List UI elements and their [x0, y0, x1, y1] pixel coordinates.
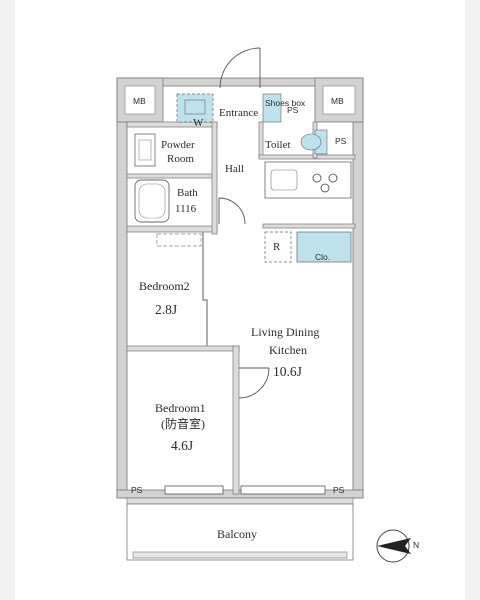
north-arrow-icon — [376, 529, 411, 563]
ldk-label-1: Living Dining — [251, 325, 319, 339]
balcony-area — [126, 497, 354, 561]
bedroom2-closet — [156, 233, 202, 247]
ps-right-label: PS — [335, 136, 347, 146]
north-label: N — [413, 540, 419, 550]
entrance-label: Entrance — [219, 107, 258, 119]
entrance-door — [219, 47, 261, 89]
balcony-label: Balcony — [217, 527, 257, 541]
refrigerator-label: R — [273, 241, 281, 253]
closet-ldk-box — [296, 231, 352, 263]
hall-label: Hall — [225, 163, 244, 175]
hall-door — [218, 197, 246, 225]
floorplan-drawing: MB MB PS PS PS PS W Entrance Shoes box T… — [116, 47, 419, 563]
closet-ldk-label: Clo. — [315, 252, 330, 262]
bath-size-label: 1116 — [175, 203, 197, 215]
bedroom2-name-label: Bedroom2 — [139, 279, 190, 293]
bathtub — [134, 179, 170, 223]
powder-room-label-1: Powder — [161, 139, 195, 151]
ps-bottom-right-label: PS — [333, 485, 345, 495]
interior-walls — [126, 121, 356, 495]
floorplan-canvas: MB MB PS PS PS PS W Entrance Shoes box T… — [15, 0, 465, 600]
bedroom1-size-label: 4.6J — [171, 438, 193, 453]
shoes-box — [262, 93, 282, 123]
toilet-label: Toilet — [265, 139, 291, 151]
ldk-label-2: Kitchen — [269, 343, 307, 357]
bedroom1-door — [238, 367, 270, 399]
ps-bottom-left-label: PS — [131, 485, 143, 495]
shoes-box-label: Shoes box — [265, 98, 306, 108]
stove-icon — [312, 173, 338, 193]
powder-room-label-2: Room — [167, 153, 194, 165]
washer — [176, 93, 214, 123]
kitchen-counter — [264, 161, 352, 199]
toilet-fixture — [300, 129, 328, 155]
mb-right-label: MB — [331, 96, 344, 106]
balcony-windows — [164, 485, 326, 495]
mb-left-label: MB — [133, 96, 146, 106]
washer-label: W — [193, 117, 204, 129]
bedroom1-note-label: (防音室) — [161, 416, 205, 431]
bath-label: Bath — [177, 187, 198, 199]
powder-room-sink — [134, 133, 156, 167]
ps-top-label: PS — [287, 105, 299, 115]
bedroom2-size-label: 2.8J — [155, 302, 177, 317]
refrigerator-box — [264, 231, 292, 263]
ldk-size-label: 10.6J — [273, 364, 302, 379]
bedroom1-name-label: Bedroom1 — [155, 401, 206, 415]
